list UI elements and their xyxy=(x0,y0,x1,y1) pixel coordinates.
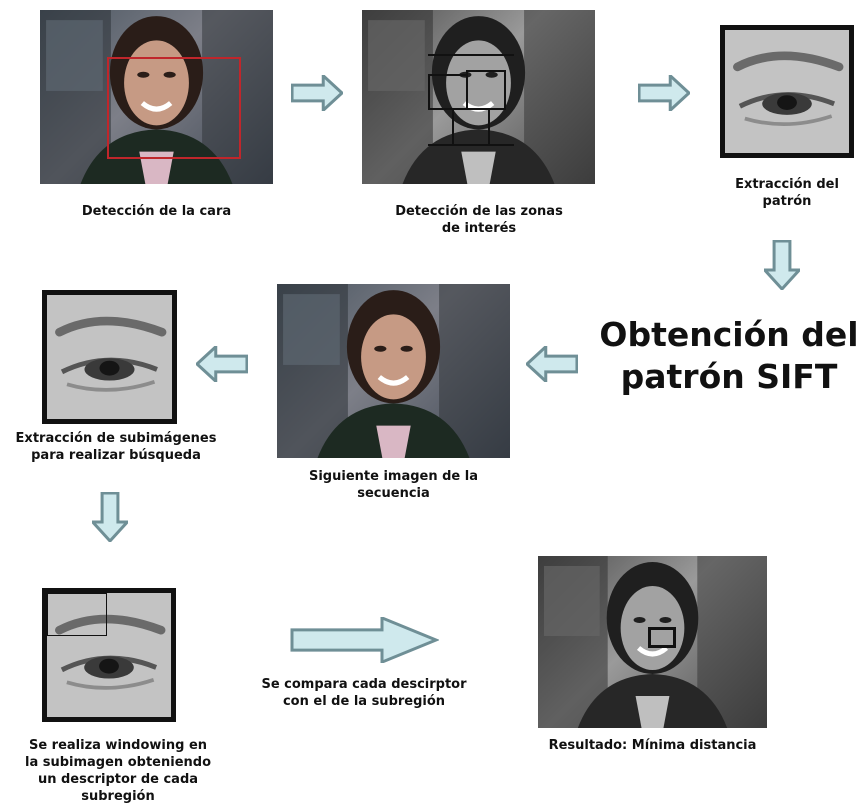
window-region-box xyxy=(47,593,107,636)
pattern-eye-image xyxy=(720,25,854,158)
arrow-left-1 xyxy=(196,346,248,382)
arrow-right-long xyxy=(289,617,439,663)
caption-subimage-extraction: Extracción de subimágenes para realizar … xyxy=(0,430,232,464)
zone-box-left-eye xyxy=(428,74,468,110)
result-image xyxy=(538,556,767,728)
caption-windowing: Se realiza windowing en la subimagen obt… xyxy=(0,737,236,805)
arrow-left-2 xyxy=(526,346,578,382)
zone-box-right-eye xyxy=(466,70,506,110)
caption-compare-line2: con el de la subregión xyxy=(282,694,446,709)
caption-subimage-line1: Extracción de subimágenes xyxy=(15,431,217,446)
caption-zones-line2: de interés xyxy=(441,221,517,236)
caption-windowing-line1: Se realiza windowing en xyxy=(28,738,208,753)
caption-zones-line1: Detección de las zonas xyxy=(395,204,563,219)
zone-box-mouth xyxy=(452,108,490,146)
arrow-right-2 xyxy=(638,75,690,111)
face-bounding-box xyxy=(107,57,241,159)
sift-title-line1: Obtención del xyxy=(599,315,859,354)
caption-windowing-line2: la subimagen obteniendo xyxy=(24,755,212,770)
caption-pattern-line2: patrón xyxy=(762,194,812,209)
zones-detection-image xyxy=(362,10,595,184)
caption-next-line2: secuencia xyxy=(357,486,430,501)
caption-next-image: Siguiente imagen de la secuencia xyxy=(270,468,517,502)
arrow-right-1 xyxy=(291,75,343,111)
subimage-eye-image xyxy=(42,290,177,424)
caption-next-line1: Siguiente imagen de la xyxy=(308,469,479,484)
zone-box-top xyxy=(428,54,514,56)
next-image xyxy=(277,284,510,458)
caption-windowing-line3: un descriptor de cada xyxy=(37,772,199,787)
windowing-eye-image xyxy=(42,588,176,722)
caption-face-detection: Detección de la cara xyxy=(81,204,232,219)
result-match-box xyxy=(648,627,676,648)
caption-compare-line1: Se compara cada descirptor xyxy=(261,677,467,692)
caption-subimage-line2: para realizar búsqueda xyxy=(31,448,201,463)
arrow-down-2 xyxy=(92,492,128,542)
sift-title-line2: patrón SIFT xyxy=(620,357,838,396)
caption-zones-detection: Detección de las zonas de interés xyxy=(340,203,618,237)
caption-compare: Se compara cada descirptor con el de la … xyxy=(226,676,502,710)
sift-title: Obtención del patrón SIFT xyxy=(590,314,868,398)
caption-pattern-line1: Extracción del xyxy=(735,177,839,192)
arrow-down-1 xyxy=(764,240,800,290)
caption-result: Resultado: Mínima distancia xyxy=(548,738,757,753)
face-detection-image xyxy=(40,10,273,184)
caption-pattern-extraction: Extracción del patrón xyxy=(706,176,868,210)
caption-windowing-line4: subregión xyxy=(81,789,155,804)
